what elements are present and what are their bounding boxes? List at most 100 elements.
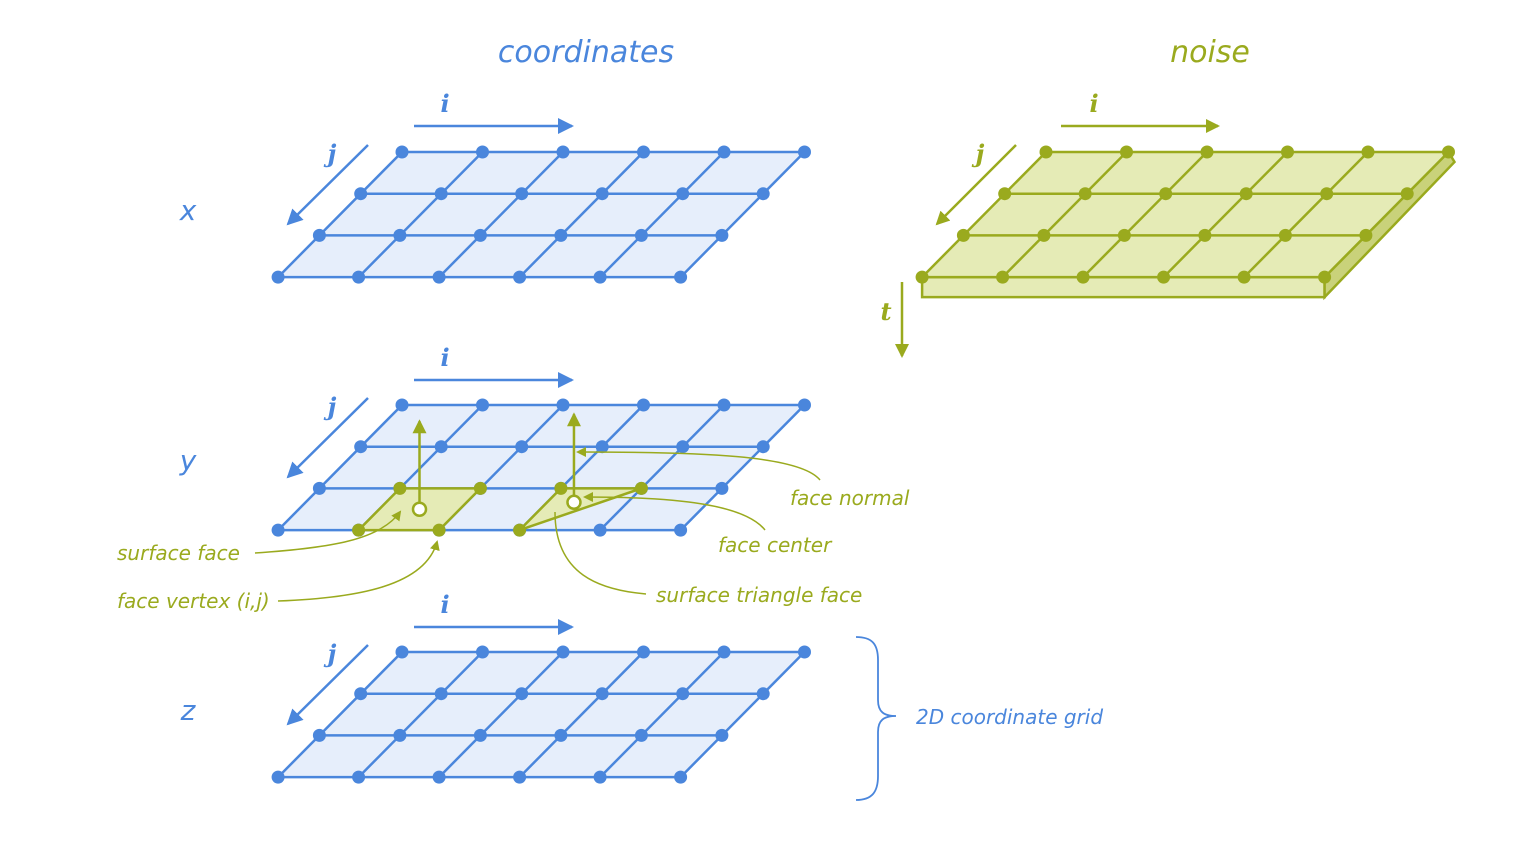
leader-line	[277, 540, 440, 602]
grid-vertex	[676, 440, 690, 454]
grid-vertex	[434, 187, 448, 201]
j-axis-arrow	[286, 144, 369, 226]
grid-fill	[278, 152, 805, 278]
grid-vertex	[637, 145, 650, 159]
grid-column-line	[599, 151, 725, 278]
grid-vertex	[395, 645, 409, 659]
grid-vertex	[312, 728, 326, 742]
grid-column-line	[1001, 151, 1128, 278]
grid-vertex	[476, 398, 489, 412]
face-vertex	[634, 481, 648, 495]
grid-vertex	[637, 398, 650, 412]
axis-group-x: i j	[286, 89, 574, 226]
grid-vertex	[637, 645, 650, 659]
grid-column-line	[599, 651, 725, 778]
grid-vertex	[513, 270, 527, 284]
coordinate-grid-x	[271, 145, 811, 284]
grid-column-line	[518, 651, 645, 778]
axis-group-noise: i j t	[880, 89, 1220, 358]
grid-vertex	[1239, 187, 1253, 201]
grid-vertex	[595, 687, 609, 701]
grid-vertex	[595, 440, 609, 454]
grid-vertex	[1278, 228, 1292, 242]
grid-vertex	[676, 187, 690, 201]
grid-column-line	[277, 404, 403, 531]
surface-triangle-face-label: surface triangle face	[656, 583, 862, 607]
grid-vertex	[798, 645, 811, 659]
face-vertex	[473, 481, 487, 495]
grid-vertex	[312, 481, 326, 495]
grid-column-line	[518, 151, 645, 278]
grid-vertex	[352, 270, 366, 284]
grid-vertex	[1159, 187, 1173, 201]
grid-column-line	[679, 151, 806, 278]
grid-vertex	[393, 728, 407, 742]
grid-column-line	[438, 651, 564, 778]
grid-fill	[278, 652, 805, 778]
leader-line	[554, 511, 647, 595]
face-vertex	[352, 523, 366, 537]
grid-fill	[922, 152, 1449, 278]
grid-vertex	[717, 645, 731, 659]
face-vertex	[513, 523, 527, 537]
face-vertex	[554, 481, 568, 495]
grid-vertex	[1442, 145, 1455, 159]
grid-vertex	[556, 645, 570, 659]
grid-vertex	[915, 270, 929, 284]
grid-vertex	[956, 228, 970, 242]
grid-vertex	[434, 440, 448, 454]
grid-vertex	[756, 687, 770, 701]
j-axis-label: j	[324, 139, 337, 168]
j-axis-arrow	[286, 397, 369, 479]
grid-vertex	[715, 728, 729, 742]
grid-column-line	[438, 151, 564, 278]
row-label-y: y	[179, 444, 197, 477]
grid-vertex	[554, 228, 568, 242]
face-normal-label: face normal	[790, 486, 910, 510]
coordinate-grid-z	[271, 645, 811, 784]
grid-vertex	[1078, 187, 1092, 201]
noise-slab-front	[920, 275, 1326, 299]
grid-column-line	[679, 404, 806, 531]
grid-vertex	[674, 270, 688, 284]
grid-vertex	[595, 187, 609, 201]
annotation-face-normal: face normal	[576, 447, 910, 510]
grid-vertex	[513, 770, 527, 784]
j-axis-arrow	[286, 644, 369, 726]
grid-vertex	[434, 687, 448, 701]
grid-column-line	[921, 151, 1047, 278]
face-vertex	[432, 523, 446, 537]
brace-icon	[855, 636, 897, 801]
grid-vertex	[1359, 228, 1373, 242]
grid-vertex	[593, 270, 607, 284]
grid-vertex	[798, 398, 811, 412]
grid-vertex	[473, 728, 487, 742]
grid-vertex	[271, 770, 285, 784]
grid-vertex	[515, 187, 529, 201]
grid-column-line	[1082, 151, 1208, 278]
i-axis-label: i	[440, 343, 449, 372]
grid-vertex	[676, 687, 690, 701]
grid-vertex	[1076, 270, 1090, 284]
annotation-face-center: face center	[583, 492, 833, 557]
annotation-surface-triangle-face: surface triangle face	[554, 511, 862, 607]
grid-vertex	[715, 228, 729, 242]
grid-vertex	[312, 228, 326, 242]
grid-vertex	[476, 145, 489, 159]
2d-grid-label: 2D coordinate grid	[916, 705, 1103, 729]
grid-vertex	[515, 687, 529, 701]
grid-column-line	[277, 151, 403, 278]
grid-vertex	[271, 270, 285, 284]
grid-vertex	[556, 398, 570, 412]
grid-vertex	[354, 187, 368, 201]
j-axis-arrow	[935, 144, 1017, 226]
surface-face-label: surface face	[117, 541, 240, 565]
grid-vertex	[354, 440, 368, 454]
face-center-label: face center	[718, 533, 833, 557]
leader-line	[576, 447, 821, 481]
axis-group-y: i j	[286, 343, 574, 479]
face-vertex	[393, 481, 407, 495]
j-axis-label: j	[972, 139, 985, 168]
grid-vertex	[515, 440, 529, 454]
grid-vertex	[1200, 145, 1214, 159]
